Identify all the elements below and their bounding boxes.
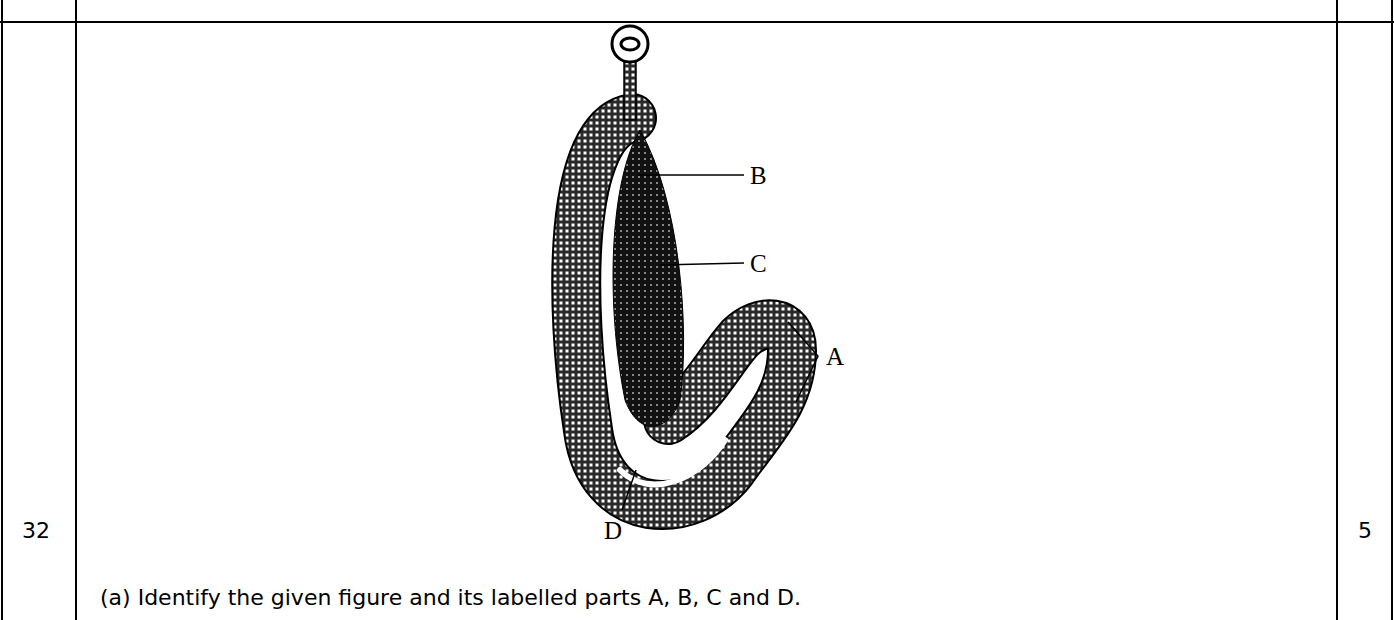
leader-line [622, 175, 818, 510]
part-label: B [750, 163, 767, 188]
part-label: C [750, 251, 767, 276]
part-label: D [604, 518, 622, 543]
part-label: A [826, 344, 844, 369]
filament [576, 26, 792, 505]
question-number: 32 [22, 520, 50, 542]
marks: 5 [1358, 520, 1372, 542]
question-text: (a) Identify the given figure and its la… [100, 587, 801, 609]
